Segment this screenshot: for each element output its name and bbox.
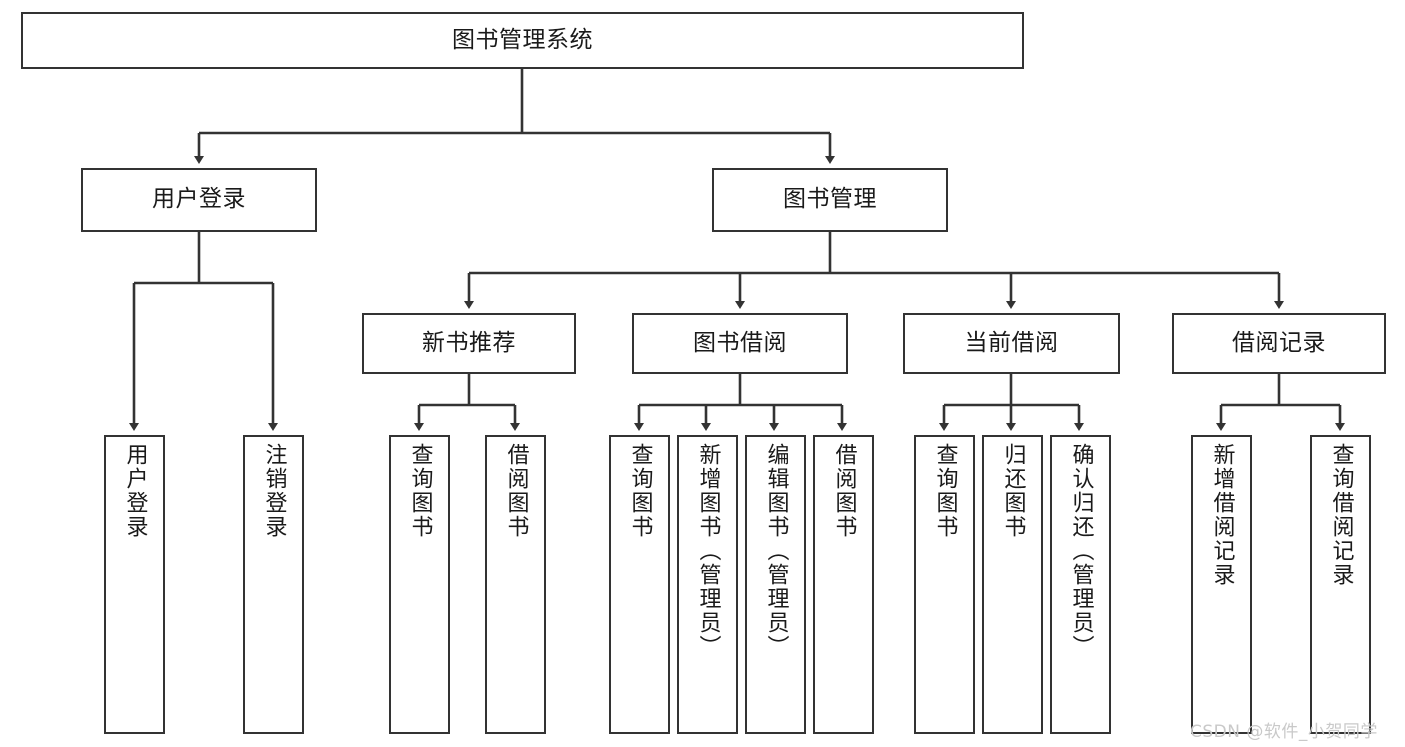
node-label: 确认归还（管理员） — [1068, 443, 1094, 659]
leaf-new-book-borrow-book[interactable]: 借阅图书 — [485, 435, 546, 734]
node-label: 查询图书 — [932, 443, 958, 539]
node-borrow-record[interactable]: 借阅记录 — [1172, 313, 1386, 374]
node-label: 当前借阅 — [964, 329, 1059, 356]
csdn-watermark: CSDN @软件_小贺同学 — [1190, 722, 1378, 742]
node-user-login[interactable]: 用户登录 — [81, 168, 317, 232]
node-label: 借阅记录 — [1232, 329, 1326, 356]
leaf-user-login-logout[interactable]: 注销登录 — [243, 435, 304, 734]
leaf-borrow-record-query-record[interactable]: 查询借阅记录 — [1310, 435, 1371, 734]
leaf-book-borrow-query-book[interactable]: 查询图书 — [609, 435, 670, 734]
node-label: 图书借阅 — [693, 329, 787, 356]
node-root-book-management-system[interactable]: 图书管理系统 — [21, 12, 1024, 69]
node-new-book-recommend[interactable]: 新书推荐 — [362, 313, 576, 374]
node-label: 查询图书 — [407, 443, 433, 539]
node-label: 借阅图书 — [503, 443, 529, 539]
node-label: 查询借阅记录 — [1328, 443, 1354, 587]
leaf-new-book-query-book[interactable]: 查询图书 — [389, 435, 450, 734]
node-label: 归还图书 — [1000, 443, 1026, 539]
leaf-current-borrow-confirm-return-admin[interactable]: 确认归还（管理员） — [1050, 435, 1111, 734]
node-label: 图书管理系统 — [452, 26, 593, 53]
node-label: 新增借阅记录 — [1209, 443, 1235, 587]
node-label: 用户登录 — [122, 443, 148, 539]
node-current-borrow[interactable]: 当前借阅 — [903, 313, 1120, 374]
node-book-borrow[interactable]: 图书借阅 — [632, 313, 848, 374]
node-label: 新书推荐 — [422, 329, 516, 356]
leaf-book-borrow-add-book-admin[interactable]: 新增图书（管理员） — [677, 435, 738, 734]
leaf-borrow-record-add-record[interactable]: 新增借阅记录 — [1191, 435, 1252, 734]
leaf-book-borrow-borrow-book[interactable]: 借阅图书 — [813, 435, 874, 734]
node-label: 用户登录 — [152, 186, 246, 213]
node-label: 注销登录 — [261, 443, 287, 539]
leaf-current-borrow-return-book[interactable]: 归还图书 — [982, 435, 1043, 734]
node-label: 借阅图书 — [831, 443, 857, 539]
leaf-user-login-login[interactable]: 用户登录 — [104, 435, 165, 734]
node-label: 编辑图书（管理员） — [763, 443, 789, 659]
node-label: 新增图书（管理员） — [695, 443, 721, 659]
leaf-current-borrow-query-book[interactable]: 查询图书 — [914, 435, 975, 734]
node-label: 图书管理 — [783, 186, 877, 213]
node-label: 查询图书 — [627, 443, 653, 539]
node-book-management[interactable]: 图书管理 — [712, 168, 948, 232]
leaf-book-borrow-edit-book-admin[interactable]: 编辑图书（管理员） — [745, 435, 806, 734]
